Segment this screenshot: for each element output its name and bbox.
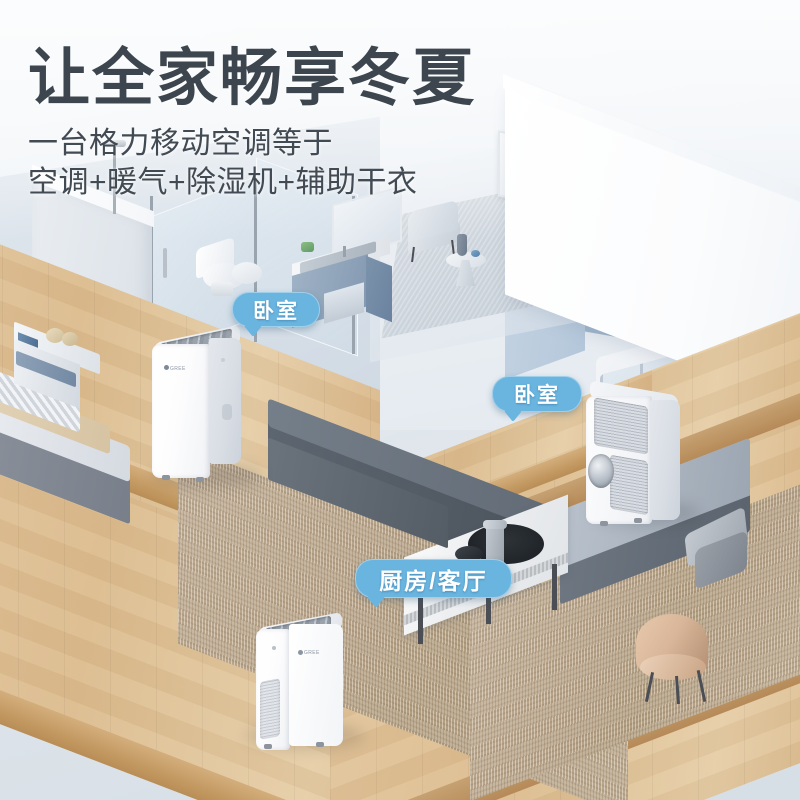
room-label-kitchen-living-text: 厨房/客厅 <box>379 567 488 594</box>
shower-grab-bar <box>163 248 167 278</box>
ac1-brand-logo: GREE <box>170 366 186 372</box>
bathroom-stool <box>232 262 262 284</box>
portable-air-conditioner-1[interactable]: GREE <box>152 324 242 482</box>
ac2-side-face <box>650 400 680 520</box>
ac2-caster-2 <box>634 518 642 523</box>
room-label-bedroom-right-text: 卧室 <box>514 384 560 407</box>
side-table-vase <box>457 234 467 256</box>
ac3-caster-2 <box>316 742 324 747</box>
page-title: 让全家畅享冬夏 <box>28 44 477 113</box>
ac1-caster-2 <box>196 477 204 482</box>
room-label-kitchen-living[interactable]: 厨房/客厅 <box>355 559 512 608</box>
ac1-display-dot <box>221 358 225 362</box>
ac1-caster <box>162 475 170 480</box>
ac1-handle-notch <box>222 404 232 420</box>
shower-rail <box>113 146 116 214</box>
room-label-bedroom-right[interactable]: 卧室 <box>492 376 582 422</box>
ac1-front-face <box>152 344 210 478</box>
portable-air-conditioner-3[interactable]: GREE <box>256 611 344 750</box>
ac3-brand-logo: GREE <box>304 650 320 656</box>
subtitle-line-1: 一台格力移动空调等于 <box>28 127 333 160</box>
vanity-plant <box>301 242 314 252</box>
ac3-button-dot[interactable] <box>272 646 276 650</box>
ac2-caster <box>600 521 608 526</box>
ac3-logo-mark <box>298 650 303 655</box>
ac1-logo-mark <box>164 365 169 370</box>
coffee-table-leg-1 <box>418 598 423 644</box>
ac3-right-face <box>289 624 343 746</box>
vanity-faucet <box>343 246 346 257</box>
ac2-upper-grille <box>594 397 648 455</box>
shower-head <box>104 140 126 147</box>
ac2-exhaust-port <box>588 454 614 488</box>
room-label-bedroom-left[interactable]: 卧室 <box>232 292 320 337</box>
nightstand-decor-1 <box>46 328 64 343</box>
ac2-lower-grille <box>610 454 648 516</box>
vanity-cabinet-side <box>366 255 392 323</box>
coffee-table-leg-2 <box>486 578 491 624</box>
ac3-caster <box>264 744 272 749</box>
toilet-base <box>211 282 233 296</box>
partition-frame-2 <box>254 178 257 342</box>
cookware-pot <box>455 546 483 562</box>
room-label-bedroom-left-text: 卧室 <box>253 299 299 323</box>
side-table-base <box>456 260 475 286</box>
nightstand-decor-2 <box>62 332 78 346</box>
ac1-side-face <box>209 338 241 464</box>
range-hood-cap <box>483 520 507 529</box>
ac3-side-vent <box>260 678 280 740</box>
headline-block: 让全家畅享冬夏 一台格力移动空调等于 空调+暖气+除湿机+辅助干衣 <box>28 46 588 202</box>
subtitle-line-2: 空调+暖气+除湿机+辅助干衣 <box>28 166 418 199</box>
portable-air-conditioner-2[interactable] <box>586 380 682 528</box>
coffee-table-leg-3 <box>552 564 557 610</box>
side-table-bowl <box>471 250 480 257</box>
